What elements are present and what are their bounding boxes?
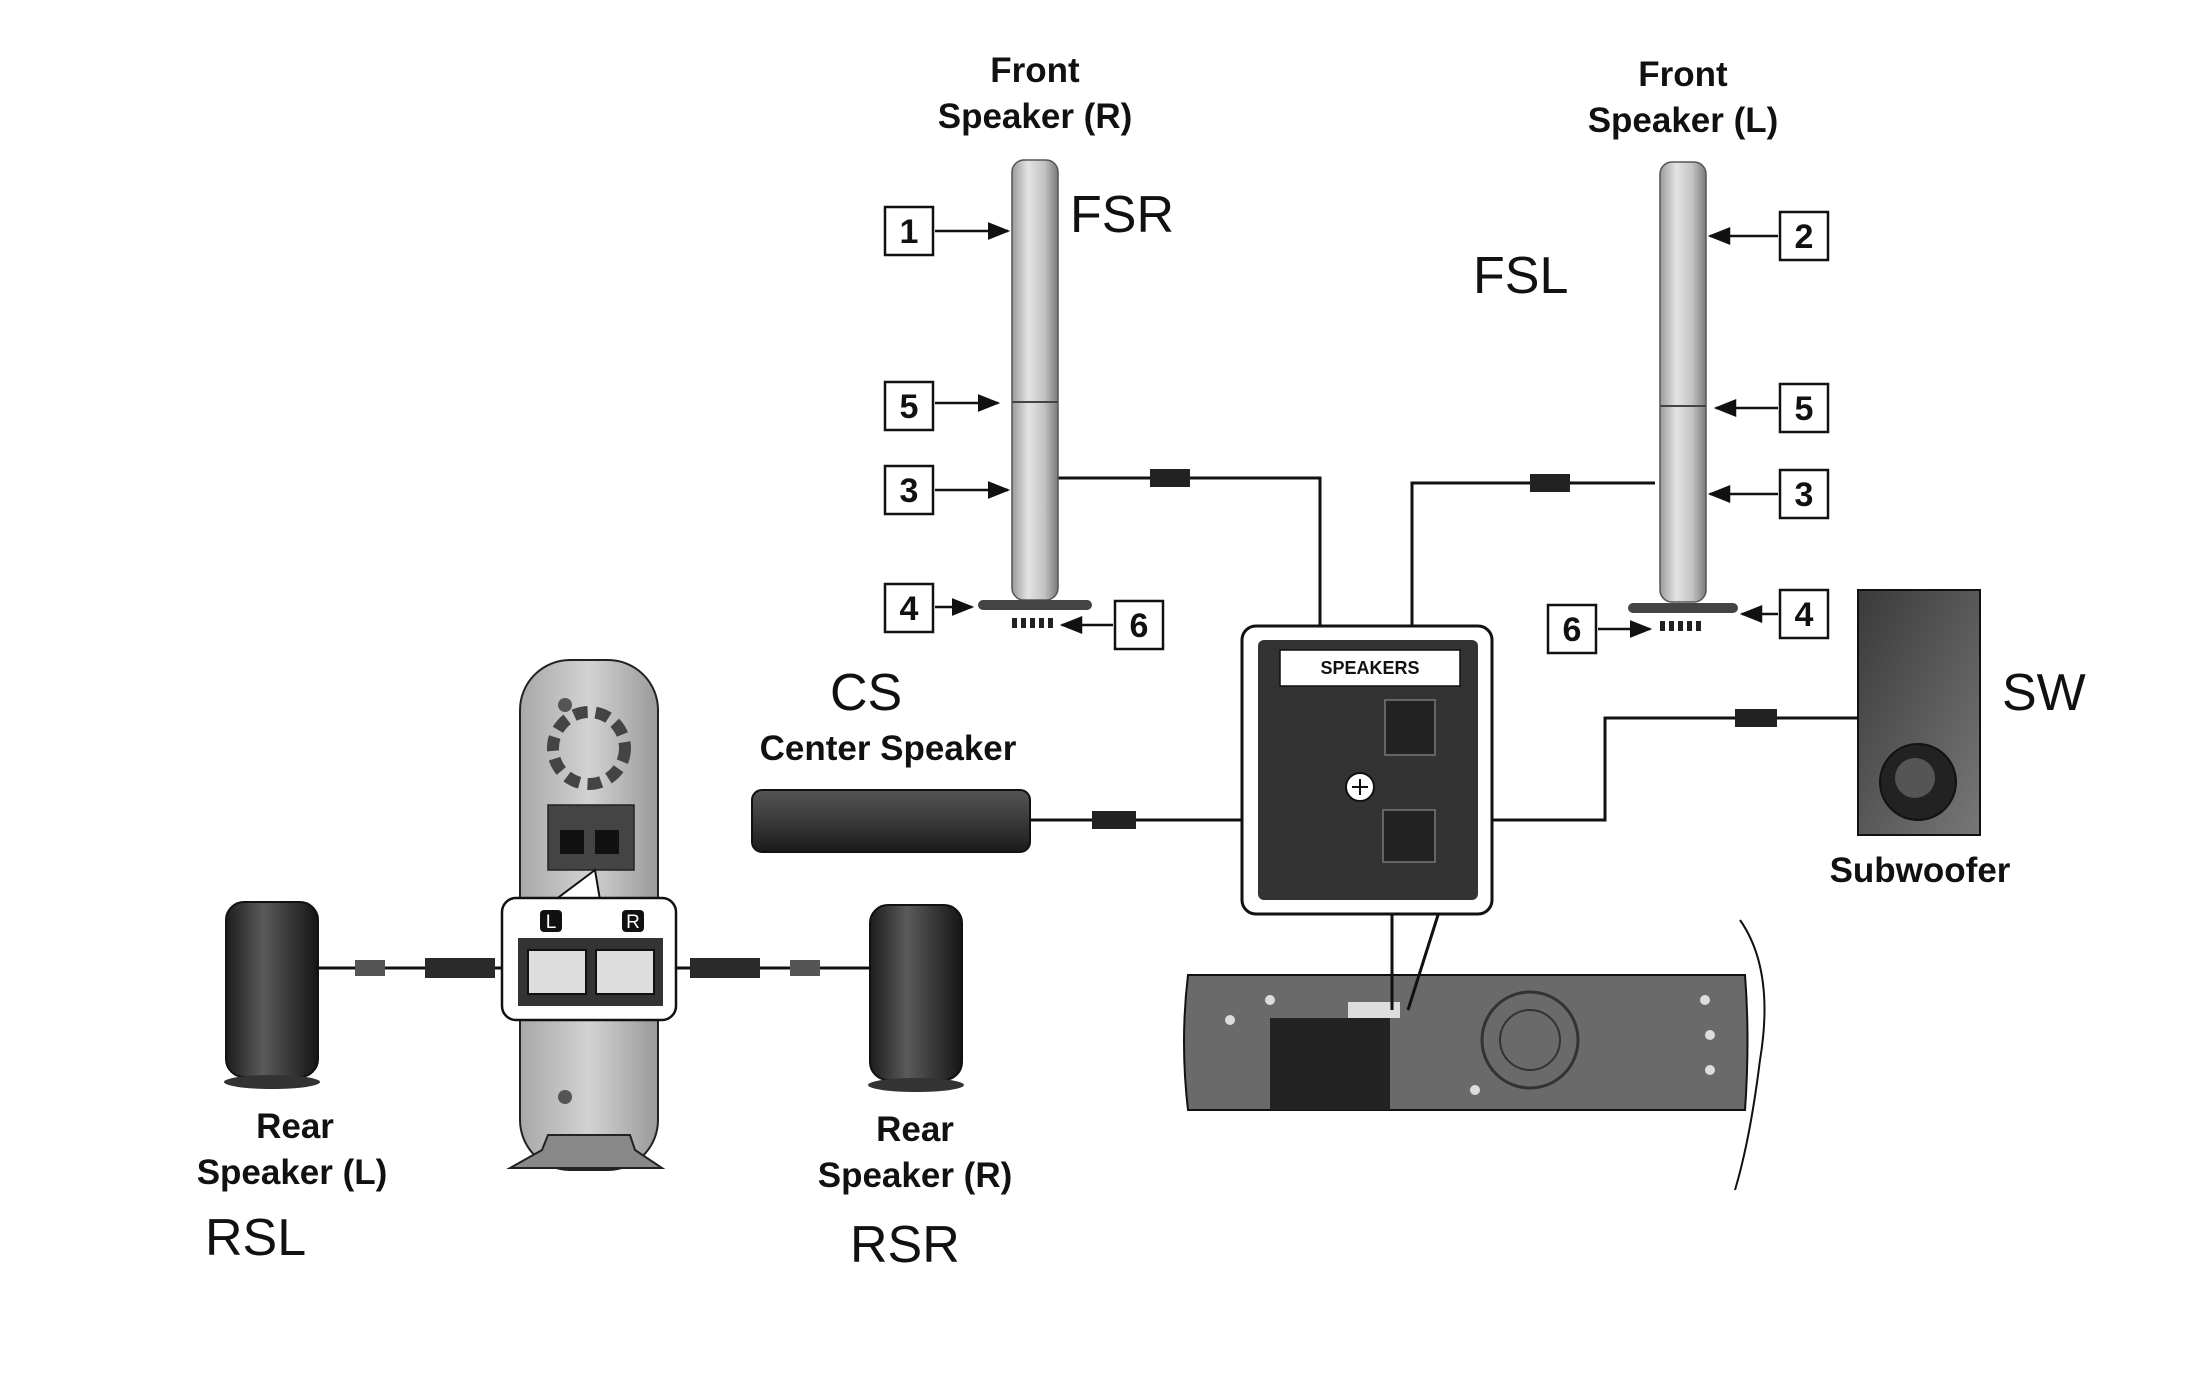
rsr-base	[868, 1078, 964, 1092]
fsl-label-line2: Speaker (L)	[1588, 101, 1779, 140]
fsr-abbr: FSR	[1070, 186, 1174, 244]
fsr-callout-3-text: 3	[900, 472, 919, 510]
main-unit-block	[1270, 1018, 1390, 1110]
rsl-wire-plug-a	[355, 960, 385, 976]
center-speaker: CS Center Speaker	[751, 664, 1031, 853]
rsr-abbr: RSR	[850, 1216, 960, 1274]
fsl-base	[1628, 603, 1738, 613]
rsl-abbr: RSL	[205, 1209, 306, 1267]
sw-abbr: SW	[2002, 664, 2086, 722]
main-unit-fan	[1480, 990, 1580, 1090]
fsl-callout-3-text: 3	[1795, 476, 1814, 514]
fsl-callout-5	[1778, 382, 1830, 434]
subwoofer: SW Subwoofer	[1830, 589, 2086, 890]
rsr-label-line1: Rear	[876, 1110, 954, 1149]
panel-screw-cross	[1352, 779, 1368, 795]
fsr-callout-4-text: 4	[900, 590, 919, 628]
rear-terminal-r-tag	[622, 910, 644, 932]
main-unit-edge	[1734, 919, 1766, 1191]
fsr-callout-1	[883, 205, 935, 257]
panel-jack-upper	[1384, 699, 1436, 756]
fsl-callout-3	[1778, 468, 1830, 520]
fsl-tower	[1659, 161, 1707, 603]
fsl-callout-4	[1778, 588, 1830, 640]
rear-speaker-left: Rear Speaker (L) RSL	[197, 901, 388, 1267]
fsl-screws	[1660, 621, 1701, 631]
cs-abbr: CS	[830, 664, 902, 722]
fsr-callout-6	[1113, 599, 1165, 651]
fsr-callout-3	[883, 464, 935, 516]
rsl-label-line1: Rear	[256, 1107, 334, 1146]
rsr-wire-plug-b	[790, 960, 820, 976]
speaker-wires	[318, 469, 1860, 978]
fsr-screws	[1012, 618, 1053, 628]
fsl-label-line1: Front	[1638, 55, 1728, 94]
fsr-wire-plug	[1150, 469, 1190, 487]
sw-driver-cone	[1895, 758, 1935, 798]
sw-wire	[1412, 716, 1860, 822]
front-speaker-left: Front Speaker (L) FSL 2 5 3 6 4	[1473, 55, 1830, 655]
rsl-label-line2: Speaker (L)	[197, 1153, 388, 1192]
fsl-callout-2	[1778, 210, 1830, 262]
rear-speaker-right: Rear Speaker (R) RSR	[818, 904, 1013, 1274]
fsl-wire-plug	[1530, 474, 1570, 492]
main-unit-speaker-jack	[1348, 1002, 1400, 1018]
rear-terminal-r-text: R	[626, 912, 640, 933]
rsr-wire-plug-a	[690, 958, 760, 978]
fsr-callout-5-text: 5	[900, 388, 919, 426]
fsl-callout-6-text: 6	[1563, 611, 1582, 649]
rear-module-grille	[547, 706, 631, 790]
fsl-callout-5-text: 5	[1795, 390, 1814, 428]
cs-label: Center Speaker	[760, 729, 1017, 768]
fsr-label-line2: Speaker (R)	[938, 97, 1133, 136]
rsl-body	[225, 901, 319, 1078]
rear-terminal-l-text: L	[546, 912, 557, 933]
rsr-label-line2: Speaker (R)	[818, 1156, 1013, 1195]
fsr-tower	[1011, 159, 1059, 601]
fsl-callout-2-text: 2	[1795, 218, 1814, 256]
rear-terminal-l-tag	[540, 910, 562, 932]
cs-body	[751, 789, 1031, 853]
rsr-body	[869, 904, 963, 1081]
fsr-base	[978, 600, 1092, 610]
rear-module-stand	[506, 1134, 666, 1169]
rear-terminal-l-jack	[527, 949, 587, 995]
panel-jack-lower	[1382, 809, 1436, 863]
fsl-abbr: FSL	[1473, 247, 1568, 305]
fsr-callout-1-text: 1	[900, 213, 919, 251]
speaker-panel-title-box	[1279, 649, 1461, 687]
fsl-callout-6	[1546, 603, 1598, 655]
fsr-callout-6-text: 6	[1130, 607, 1149, 645]
speaker-panel: SPEAKERS	[1240, 624, 1494, 916]
sw-label: Subwoofer	[1830, 851, 2011, 890]
sw-wire-plug	[1735, 709, 1777, 727]
main-unit	[1183, 914, 1766, 1191]
rsl-wire-plug-b	[425, 958, 495, 978]
rear-wireless-module: L R	[500, 659, 678, 1171]
fsr-label-line1: Front	[990, 51, 1080, 90]
rear-terminal-r-jack	[595, 949, 655, 995]
speaker-panel-title: SPEAKERS	[1320, 658, 1419, 678]
fsr-callout-4	[883, 582, 935, 634]
fsl-callout-4-text: 4	[1795, 596, 1814, 634]
main-unit-fan-inner	[1499, 1009, 1561, 1071]
fsr-callout-5	[883, 380, 935, 432]
cs-wire-plug	[1092, 811, 1136, 829]
rsl-base	[224, 1075, 320, 1089]
front-speaker-right: Front Speaker (R) FSR 1 5 3 4 6	[883, 51, 1174, 651]
